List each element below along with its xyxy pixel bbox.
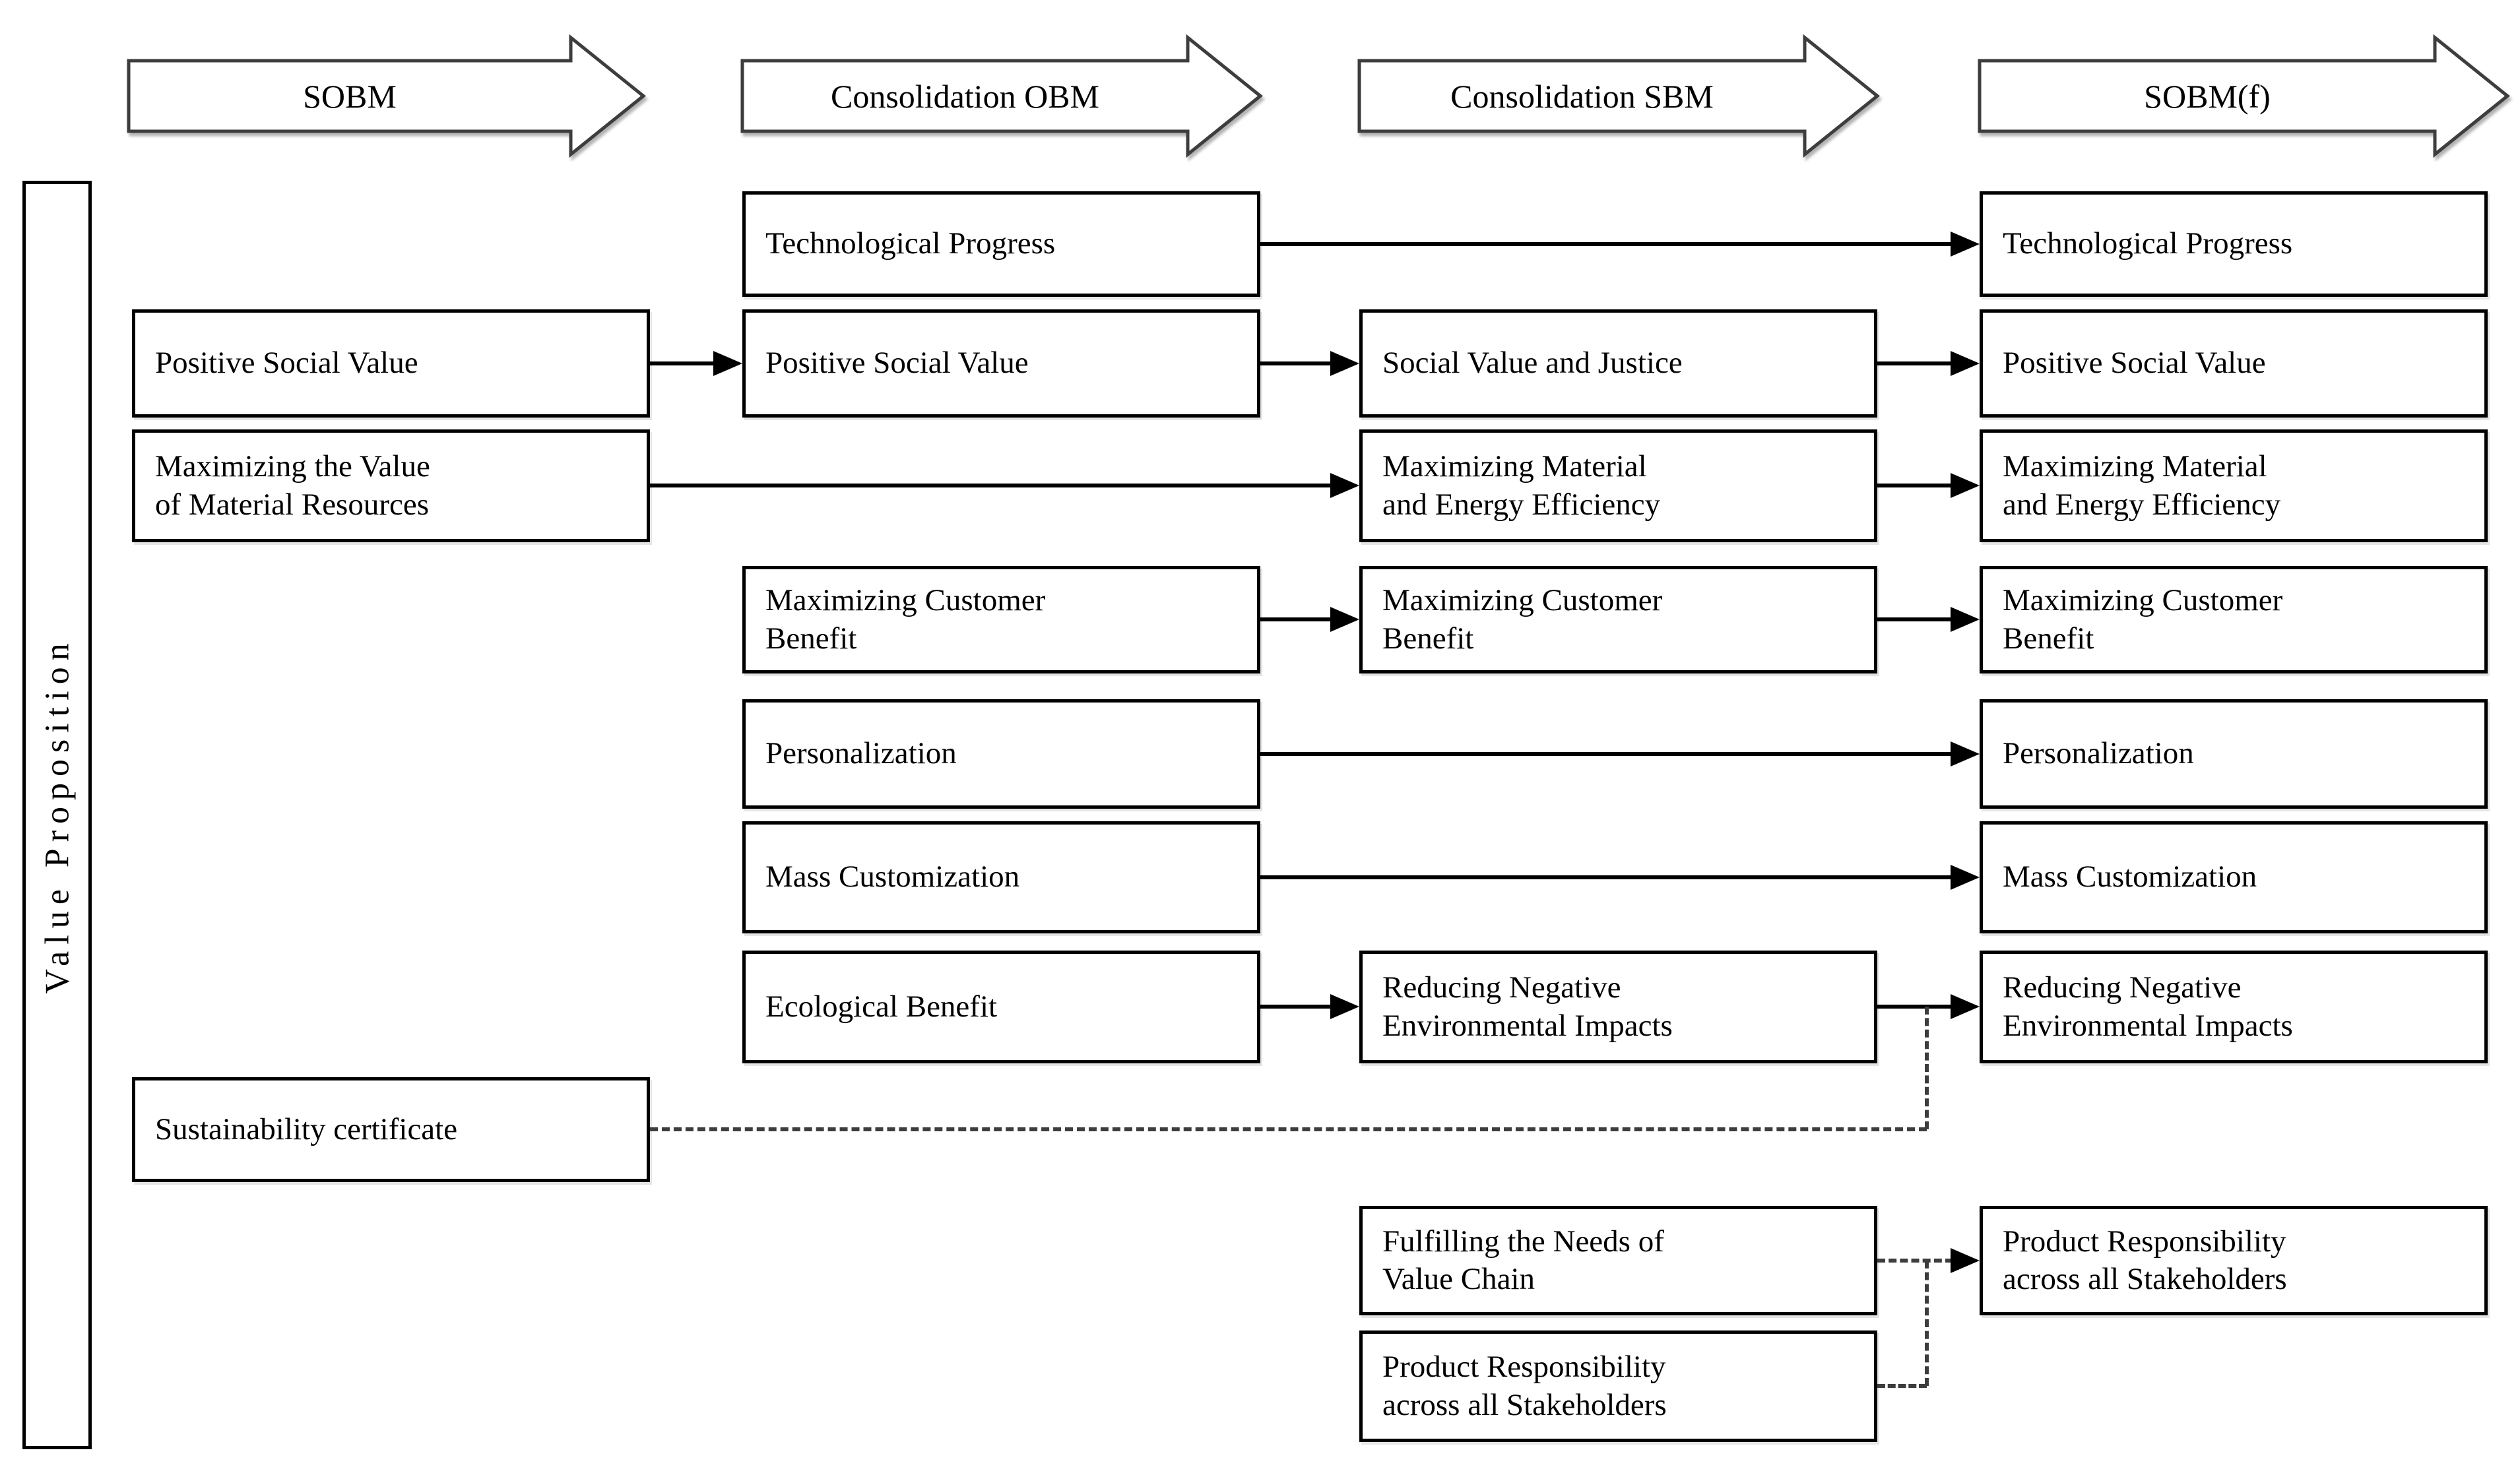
node-maximizing-customer-benefit-f: Maximizing Customer Benefit (1980, 566, 2488, 673)
arrowhead-icon (1951, 473, 1980, 498)
phase-arrow-sobm: SOBM (127, 34, 646, 158)
dashed-connector-product-responsibility-horizontal (1877, 1384, 1927, 1388)
node-sustainability-certificate-sobm: Sustainability certificate (132, 1077, 650, 1182)
arrowhead-icon (1951, 865, 1980, 890)
node-maximizing-value-material-resources-sobm: Maximizing the Value of Material Resourc… (132, 429, 650, 542)
block-arrow-icon (1978, 34, 2510, 158)
node-label: Social Value and Justice (1382, 346, 1683, 381)
block-arrow-icon (740, 34, 1263, 158)
block-arrow-icon (127, 34, 646, 158)
node-label: Maximizing Material and Energy Efficienc… (1382, 449, 1661, 522)
dashed-connector-sustainability-vertical (1925, 1007, 1929, 1129)
arrowhead-icon (1951, 351, 1980, 376)
phase-arrow-consolidation-sbm-label: Consolidation SBM (1450, 77, 1714, 115)
connector-tech-progress-obm-to-f (1260, 242, 1953, 246)
arrowhead-icon (713, 351, 742, 376)
node-maximizing-material-energy-efficiency-sbm: Maximizing Material and Energy Efficienc… (1359, 429, 1877, 542)
phase-arrow-sobm-f-label: SOBM(f) (2144, 77, 2271, 115)
node-fulfilling-needs-value-chain-sbm: Fulfilling the Needs of Value Chain (1359, 1206, 1877, 1315)
node-label: Maximizing Customer Benefit (765, 583, 1046, 656)
node-maximizing-material-energy-efficiency-f: Maximizing Material and Energy Efficienc… (1980, 429, 2488, 542)
node-label: Sustainability certificate (155, 1111, 458, 1146)
arrowhead-icon (1951, 1248, 1980, 1273)
node-label: Reducing Negative Environmental Impacts (2003, 970, 2293, 1043)
connector-personalization-obm-to-f (1260, 752, 1953, 756)
node-label: Product Responsibility across all Stakeh… (2003, 1224, 2287, 1296)
node-label: Fulfilling the Needs of Value Chain (1382, 1224, 1664, 1296)
node-reducing-negative-environmental-impacts-f: Reducing Negative Environmental Impacts (1980, 951, 2488, 1063)
node-label: Positive Social Value (765, 346, 1029, 381)
dashed-connector-fulfilling-to-product-responsibility (1877, 1259, 1953, 1263)
phase-arrow-sobm-label: SOBM (303, 77, 397, 115)
node-positive-social-value-f: Positive Social Value (1980, 309, 2488, 418)
arrowhead-icon (1330, 351, 1359, 376)
block-arrow-icon (1357, 34, 1880, 158)
node-label: Technological Progress (2003, 226, 2293, 261)
node-label: Mass Customization (765, 860, 1020, 894)
node-label: Maximizing Material and Energy Efficienc… (2003, 449, 2281, 522)
arrowhead-icon (1951, 607, 1980, 632)
value-proposition-label: Value Proposition (38, 636, 76, 994)
connector-svj-sbm-to-f (1877, 361, 1953, 365)
node-social-value-and-justice-sbm: Social Value and Justice (1359, 309, 1877, 418)
value-proposition-bar: Value Proposition (22, 181, 92, 1449)
phase-arrow-sobm-f: SOBM(f) (1978, 34, 2510, 158)
connector-mcb-sbm-to-f (1877, 617, 1953, 621)
phase-arrow-consolidation-obm-label: Consolidation OBM (831, 77, 1099, 115)
node-label: Personalization (2003, 736, 2194, 771)
node-personalization-f: Personalization (1980, 699, 2488, 809)
node-label: Technological Progress (765, 226, 1056, 261)
node-label: Positive Social Value (155, 346, 418, 381)
phase-arrow-consolidation-obm: Consolidation OBM (740, 34, 1263, 158)
phase-arrow-consolidation-sbm: Consolidation SBM (1357, 34, 1880, 158)
node-maximizing-customer-benefit-sbm: Maximizing Customer Benefit (1359, 566, 1877, 673)
node-label: Mass Customization (2003, 860, 2257, 894)
connector-psv-sobm-to-obm (650, 361, 716, 365)
node-label: Maximizing Customer Benefit (1382, 583, 1663, 656)
node-technological-progress-f: Technological Progress (1980, 191, 2488, 297)
node-label: Positive Social Value (2003, 346, 2266, 381)
node-product-responsibility-f: Product Responsibility across all Stakeh… (1980, 1206, 2488, 1315)
node-label: Maximizing the Value of Material Resourc… (155, 449, 430, 522)
node-product-responsibility-sbm: Product Responsibility across all Stakeh… (1359, 1330, 1877, 1442)
arrowhead-icon (1330, 473, 1359, 498)
node-positive-social-value-obm: Positive Social Value (742, 309, 1260, 418)
node-label: Product Responsibility across all Stakeh… (1382, 1350, 1667, 1422)
node-label: Reducing Negative Environmental Impacts (1382, 970, 1673, 1043)
node-personalization-obm: Personalization (742, 699, 1260, 809)
arrowhead-icon (1951, 232, 1980, 257)
arrowhead-icon (1951, 741, 1980, 767)
arrowhead-icon (1330, 994, 1359, 1019)
node-technological-progress-obm: Technological Progress (742, 191, 1260, 297)
dashed-connector-product-responsibility-vertical (1925, 1261, 1929, 1386)
dashed-connector-sustainability-certificate (650, 1127, 1927, 1131)
node-mass-customization-obm: Mass Customization (742, 821, 1260, 933)
connector-psv-obm-to-sbm (1260, 361, 1333, 365)
connector-reducing-sbm-to-f (1877, 1005, 1953, 1009)
node-reducing-negative-environmental-impacts-sbm: Reducing Negative Environmental Impacts (1359, 951, 1877, 1063)
connector-material-sobm-to-sbm (650, 484, 1333, 487)
node-positive-social-value-sobm: Positive Social Value (132, 309, 650, 418)
connector-mass-customization-obm-to-f (1260, 875, 1953, 879)
node-ecological-benefit-obm: Ecological Benefit (742, 951, 1260, 1063)
arrowhead-icon (1330, 607, 1359, 632)
connector-mcb-obm-to-sbm (1260, 617, 1333, 621)
connector-material-sbm-to-f (1877, 484, 1953, 487)
node-maximizing-customer-benefit-obm: Maximizing Customer Benefit (742, 566, 1260, 673)
node-mass-customization-f: Mass Customization (1980, 821, 2488, 933)
node-label: Maximizing Customer Benefit (2003, 583, 2283, 656)
connector-ecological-obm-to-sbm (1260, 1005, 1333, 1009)
node-label: Ecological Benefit (765, 989, 998, 1024)
arrowhead-icon (1951, 994, 1980, 1019)
node-label: Personalization (765, 736, 957, 771)
